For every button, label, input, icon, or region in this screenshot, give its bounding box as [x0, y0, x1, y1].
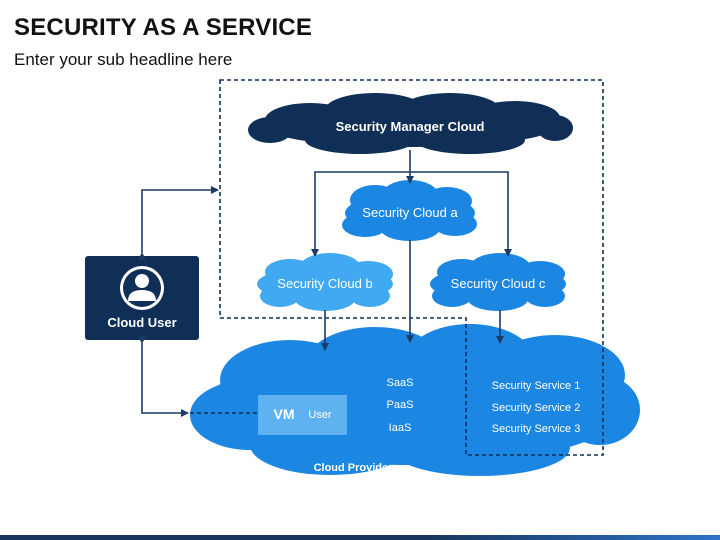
security-service-2: Security Service 2: [492, 402, 581, 414]
service-saas: SaaS: [387, 377, 414, 389]
cloud-user-box: [85, 256, 199, 340]
vm-user-label: User: [308, 409, 332, 421]
user-icon: [120, 266, 164, 310]
cloud-user-label: Cloud User: [107, 315, 176, 330]
security-cloud-a: [342, 180, 477, 241]
security-cloud-b: [257, 253, 393, 311]
security-boundary-dashed: [219, 79, 604, 456]
vm-box: [258, 395, 347, 435]
arrow-user-to-security: [138, 186, 219, 260]
arrow-manager-to-c: [410, 171, 512, 257]
page-title: SECURITY AS A SERVICE: [14, 14, 313, 41]
security-cloud-c: [430, 253, 566, 311]
security-manager-cloud: [248, 93, 573, 154]
cloud-provider-label: Cloud Provider: [314, 462, 394, 474]
vm-label: VM: [274, 406, 295, 422]
cloud-c-label: Security Cloud c: [451, 276, 546, 291]
security-service-3: Security Service 3: [492, 423, 581, 435]
service-iaas: IaaS: [389, 422, 412, 434]
service-paas: PaaS: [387, 399, 414, 411]
arrow-manager-to-b: [311, 171, 410, 257]
arrow-user-to-provider: [138, 336, 189, 417]
footer-bar: [0, 535, 720, 540]
cloud-b-label: Security Cloud b: [277, 276, 372, 291]
security-service-1: Security Service 1: [492, 380, 581, 392]
cloud-provider-cloud: [190, 324, 640, 476]
cloud-a-label: Security Cloud a: [362, 205, 458, 220]
manager-cloud-label: Security Manager Cloud: [336, 119, 485, 134]
page-subtitle: Enter your sub headline here: [14, 50, 233, 69]
